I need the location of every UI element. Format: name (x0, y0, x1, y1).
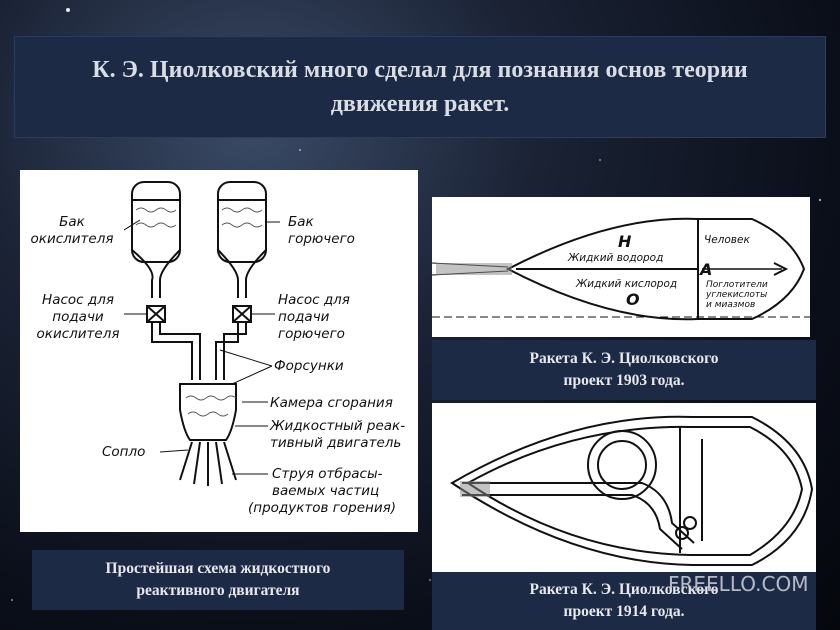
rocket-1914-panel (432, 403, 816, 575)
rocket-1914-caption: Ракета К. Э. Циолковского проект 1914 го… (432, 572, 816, 630)
engine-diagram-caption: Простейшая схема жидкостного реактивного… (32, 550, 404, 610)
label-jet: Струя отбрасы-ваемых частиц(продуктов го… (248, 466, 396, 516)
label-h: H (618, 232, 632, 251)
label-injectors: Форсунки (274, 358, 344, 374)
label-line: Бак (59, 214, 86, 230)
watermark: FREELLO.COM (668, 572, 809, 596)
label-nozzle: Сопло (102, 444, 145, 460)
title-banner: К. Э. Циолковский много сделал для позна… (14, 36, 826, 138)
label-oxygen: Жидкий кислород (575, 278, 677, 290)
engine-caption-text: Простейшая схема жидкостного реактивного… (105, 560, 331, 599)
label-hydrogen: Жидкий водород (567, 252, 663, 264)
label-a: A (698, 260, 712, 279)
label-o: O (626, 290, 640, 309)
label-chamber: Камера сгорания (270, 395, 393, 411)
rocket-1903-diagram: H Жидкий водород A Жидкий кислород O Чел… (431, 217, 810, 321)
rocket-1903-caption-text: Ракета К. Э. Циолковского проект 1903 го… (529, 350, 719, 389)
rocket-1903-panel: H Жидкий водород A Жидкий кислород O Чел… (431, 197, 810, 337)
rocket-1903-caption: Ракета К. Э. Циолковского проект 1903 го… (432, 340, 816, 400)
rocket-1914-diagram (450, 415, 814, 566)
label-engine: Жидкостный реак-тивный двигатель (269, 418, 405, 451)
rocket-1914-caption-text: Ракета К. Э. Циолковского проект 1914 го… (529, 581, 719, 620)
page-title: К. Э. Циолковский много сделал для позна… (92, 57, 748, 117)
label-human: Человек (704, 234, 750, 246)
